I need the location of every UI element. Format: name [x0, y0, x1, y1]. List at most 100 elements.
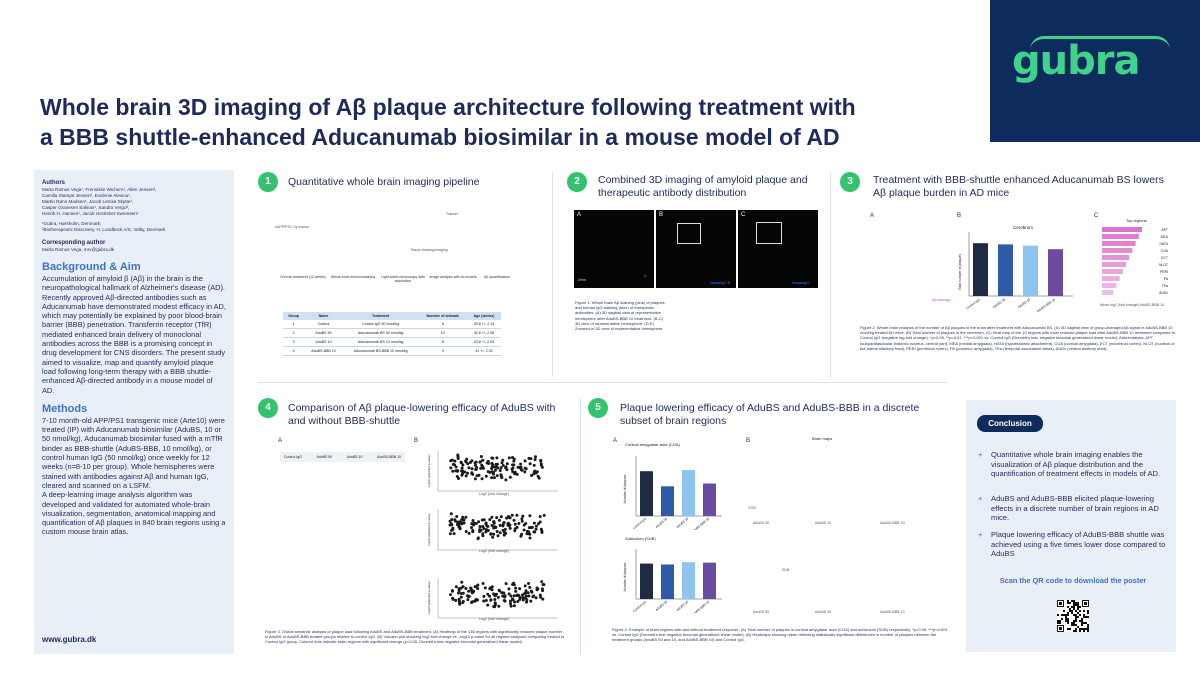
volcano-point: [512, 518, 516, 522]
volcano-point: [481, 458, 485, 462]
volcano-point: [481, 582, 485, 585]
figure-1-caption: Figure 1. Whole brain Aβ staining (pink)…: [575, 300, 665, 332]
volcano-point: [454, 598, 458, 602]
volcano-point: [528, 514, 532, 518]
volcano-point: [480, 477, 484, 481]
cerebrum-bar-chart: Cerebrum Total number of plaques Control…: [958, 225, 1073, 312]
volcano-point: [490, 476, 494, 480]
volcano-point: [492, 532, 496, 536]
row-label: Control IgG: [284, 455, 302, 459]
volcano-point: [483, 586, 487, 590]
x-tick-label: Control IgG: [965, 297, 981, 310]
bar: [682, 562, 695, 599]
heat-bar: [1102, 234, 1139, 239]
qr-module: [1073, 624, 1075, 626]
chart-title: Cerebrum: [1013, 225, 1033, 230]
qr-module: [1081, 622, 1083, 624]
volcano-point: [530, 474, 533, 477]
volcano-point: [497, 588, 501, 592]
divider: [552, 172, 553, 377]
table-header: Group: [283, 312, 305, 320]
section-number: 5: [588, 398, 608, 418]
table-cell: AduBS 50: [304, 328, 343, 338]
qr-module: [1067, 614, 1069, 616]
volcano-point: [478, 525, 482, 529]
qr-module: [1075, 616, 1077, 618]
bar: [703, 483, 716, 516]
qr-module: [1067, 618, 1069, 620]
volcano-point: [527, 582, 530, 585]
volcano-point: [527, 594, 531, 598]
bar: [1048, 249, 1063, 296]
volcano-point: [449, 522, 453, 526]
volcano-point: [451, 528, 455, 531]
volcano-point: [471, 529, 475, 532]
volcano-point: [451, 469, 455, 473]
coa-label: COA: [748, 506, 756, 510]
volcano-point: [520, 517, 524, 521]
volcano-point: [470, 522, 474, 526]
volcano-point: [477, 520, 481, 524]
volcano-point: [513, 470, 517, 474]
volcano-ylabel: -log10 (adjusted p-value): [427, 581, 431, 614]
table-cell: Control IgG 50 nmol/kg: [342, 320, 419, 329]
volcano-point: [454, 585, 458, 589]
qr-module: [1071, 622, 1073, 624]
qr-module: [1087, 616, 1089, 618]
volcano-point: [505, 462, 509, 466]
website-link[interactable]: www.gubra.dk: [42, 635, 97, 644]
volcano-point: [490, 515, 494, 519]
volcano-point: [521, 598, 525, 602]
qr-module: [1087, 630, 1089, 632]
corresponding-author[interactable]: Marta Ramos Vega, mrv@gubra.dk: [42, 247, 115, 252]
heatmap-row-labels: Control IgG AduBS 50 AduBS 10 AduBS-BBB …: [280, 452, 405, 462]
volcano-point: [462, 521, 466, 525]
volcano-point: [512, 604, 516, 608]
volcano-point: [473, 599, 477, 603]
panel-letter: B: [746, 438, 751, 444]
volcano-point: [482, 599, 486, 603]
volcano-point: [534, 455, 537, 459]
pipeline-label: hAPP/PS1 Tg mouse: [275, 225, 309, 229]
qr-module: [1077, 606, 1079, 608]
author-line: Camilla Stampe Jensen², Evidenie Alexiou…: [42, 193, 132, 198]
volcano-point: [525, 532, 529, 536]
pipeline-step: Image analysis with AI-models: [429, 275, 477, 279]
volcano-point: [533, 458, 537, 462]
volcano-point: [510, 467, 514, 471]
qr-module: [1087, 626, 1089, 628]
table-cell: Control: [304, 320, 343, 329]
qr-module: [1077, 626, 1079, 628]
qr-module: [1067, 612, 1069, 614]
volcano-point: [498, 469, 502, 472]
volcano-point: [481, 532, 485, 536]
logo: gubra: [1012, 38, 1140, 84]
volcano-point: [539, 458, 543, 462]
pipeline-step: Aβ quantification: [484, 275, 510, 279]
volcano-point: [470, 471, 474, 475]
x-tick-label: AduBS-BBB 10: [691, 600, 710, 613]
section-title: Plaque lowering efficacy of AduBS and Ad…: [620, 402, 920, 427]
volcano-point: [506, 522, 510, 526]
panel-letter: A: [613, 438, 618, 444]
author-line: Casper Gravesen Salinas¹, Sandra Vergo²,: [42, 205, 130, 210]
background-text: Accumulation of amyloid β (Aβ) in the br…: [42, 274, 226, 395]
figure-4-caption: Figure 4. Example of brain regions with …: [612, 627, 948, 643]
qr-code-icon[interactable]: [1057, 600, 1089, 632]
volcano-point: [523, 470, 527, 474]
table-cell: AduBS-BBB 10: [304, 346, 343, 356]
volcano-point: [501, 528, 505, 532]
volcano-point: [500, 476, 504, 480]
heat-bar: [1102, 241, 1136, 246]
volcano-point: [479, 460, 482, 464]
qr-module: [1083, 616, 1085, 618]
table-cell: 10: [418, 328, 467, 338]
brain-image-a: [574, 210, 654, 288]
author-line: Henrik H. Hansen¹, Jacob Hecksher-Sørens…: [42, 211, 139, 216]
volcano-point: [512, 594, 516, 598]
table-cell: Aducanumab BS-BBB 10 nmol/kg: [342, 346, 419, 356]
volcano-point: [482, 594, 486, 598]
region-label: AUDv: [1159, 291, 1168, 295]
figure-3-caption: Figure 3. Global semantic analysis of pl…: [265, 629, 565, 645]
affiliation: ¹Gubra, Hørsholm, Denmark;: [42, 221, 102, 226]
